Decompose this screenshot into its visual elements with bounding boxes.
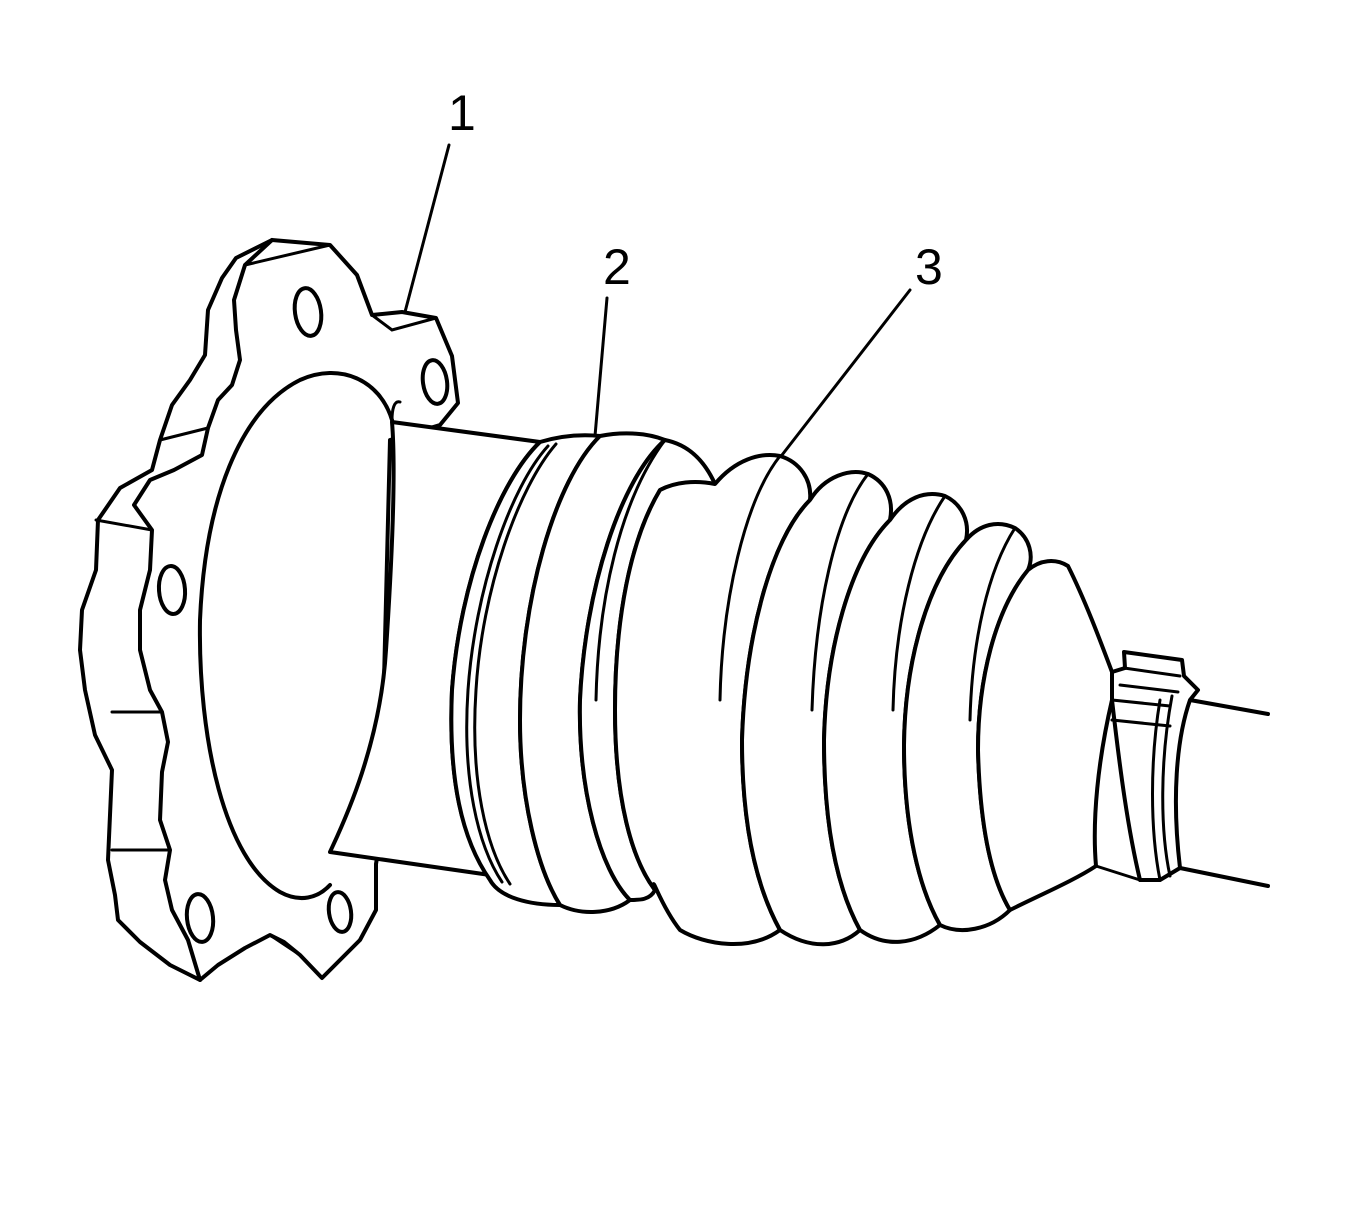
callouts: 1 2 3 [448, 85, 943, 295]
callout-1: 1 [448, 85, 476, 141]
callout-2: 2 [603, 239, 631, 295]
leader-lines [403, 143, 912, 457]
boot [518, 431, 1114, 947]
callout-3: 3 [915, 239, 943, 295]
leader-line-2 [593, 296, 609, 438]
small-end-clamp [1094, 650, 1200, 882]
leader-line-3 [780, 288, 912, 457]
axle-shaft [1178, 698, 1270, 888]
leader-line-1 [403, 143, 451, 314]
